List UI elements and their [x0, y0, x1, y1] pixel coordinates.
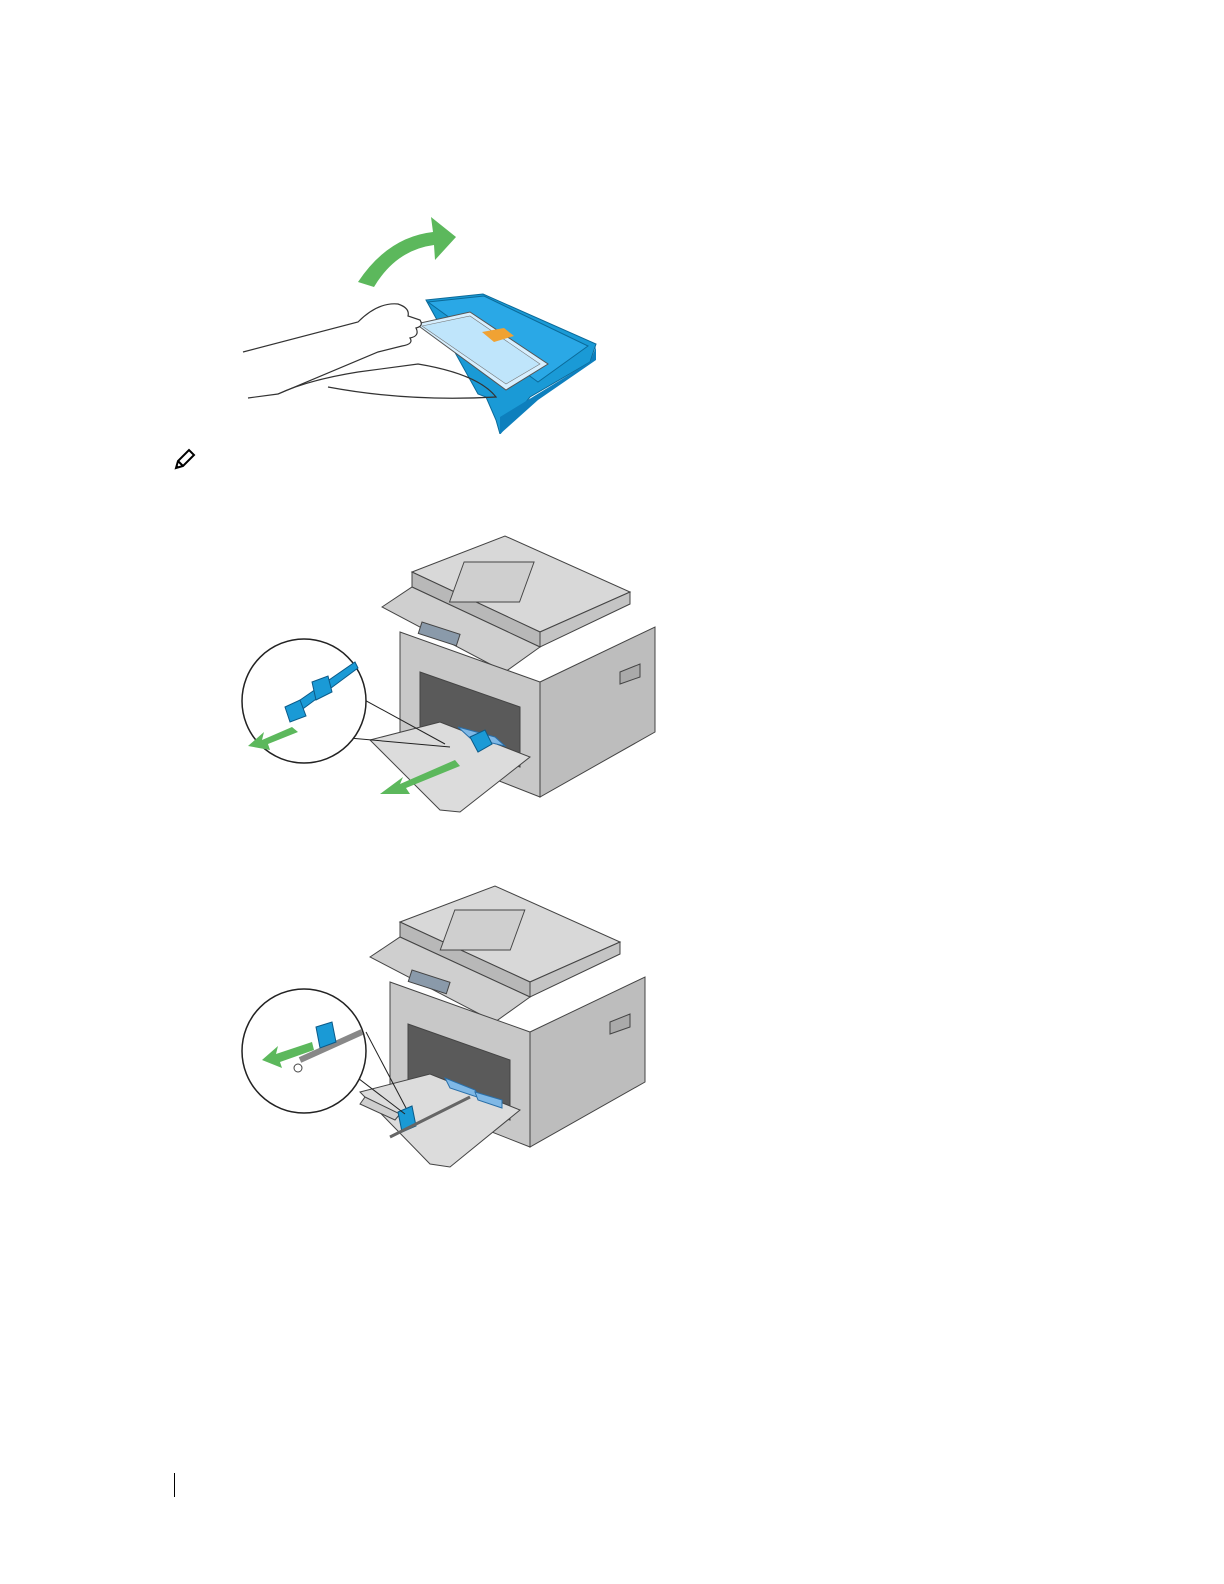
printer-body	[370, 536, 655, 812]
printer-slide-guide-side-illustration	[240, 882, 650, 1174]
rotate-arrow-icon	[358, 217, 456, 287]
printer-slide-guide-front-illustration	[240, 532, 660, 822]
pencil-note-icon	[172, 446, 198, 472]
paper-tray	[416, 294, 596, 434]
tray-paper-removal-illustration	[238, 212, 602, 434]
page-number-rule	[174, 1473, 175, 1497]
